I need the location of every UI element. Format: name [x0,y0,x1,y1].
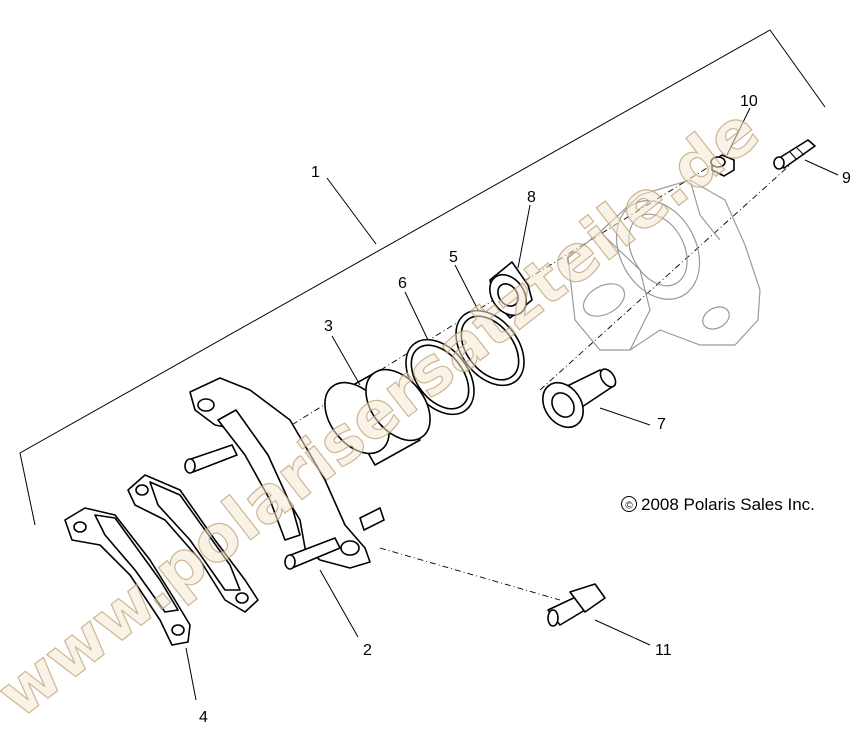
callout-10: 10 [740,93,758,110]
callout-3: 3 [324,318,333,335]
copyright-symbol: © [625,501,633,512]
assembly-bracket [19,29,826,526]
copyright-notice: © 2008 Polaris Sales Inc. [621,495,815,514]
guide-pin-upper [542,368,617,429]
callout-6: 6 [398,275,407,292]
caliper-bracket [184,377,385,570]
brake-pad-front [64,507,191,646]
piston [324,368,431,466]
seal-outer [455,309,525,387]
watermark-text: www.polarisersatzteile.de [0,94,773,733]
bleeder-screw [773,139,816,170]
callout-9: 9 [842,170,851,187]
caliper-housing [567,179,761,351]
callout-11: 11 [655,642,672,659]
watermark: www.polarisersatzteile.de [0,93,774,733]
bleeder-cap [710,154,735,177]
leader-lines [185,107,839,701]
boot [489,261,533,319]
callouts: 1 2 3 4 5 6 7 8 9 10 11 [199,93,851,726]
callout-8: 8 [527,189,536,206]
brake-pad-rear [127,474,259,613]
callout-7: 7 [657,416,666,433]
copyright-text: 2008 Polaris Sales Inc. [641,495,815,514]
callout-2: 2 [363,642,372,659]
callout-5: 5 [449,249,458,266]
callout-4: 4 [199,709,208,726]
callout-1: 1 [311,164,320,181]
bolt [547,583,606,627]
